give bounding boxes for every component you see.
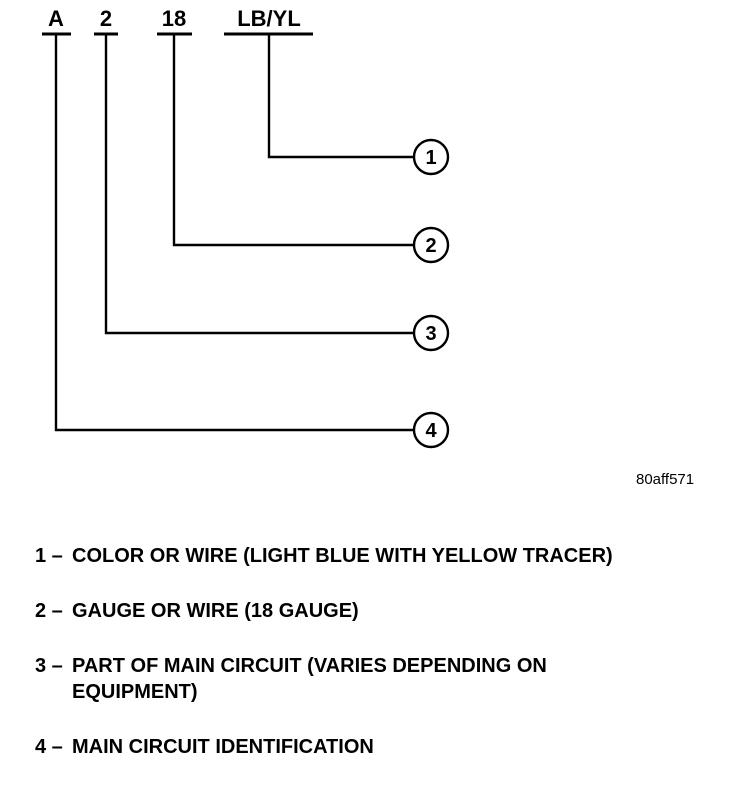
legend-item-4-text: MAIN CIRCUIT IDENTIFICATION xyxy=(72,736,374,758)
callout-number-1: 1 xyxy=(425,147,436,169)
callout-line-4 xyxy=(54,34,414,432)
callout-circle-2 xyxy=(412,226,450,264)
callout-circle-1 xyxy=(412,138,450,176)
legend-item-1-text: COLOR OR WIRE (LIGHT BLUE WITH YELLOW TR… xyxy=(72,545,613,567)
legend-item-1-number: 1 – xyxy=(35,545,63,567)
callout-line-1 xyxy=(267,34,414,159)
legend-item-4: 4 – MAIN CIRCUIT IDENTIFICATION xyxy=(35,734,735,760)
legend-item-3-number: 3 – xyxy=(35,655,63,677)
callout-number-3: 3 xyxy=(425,323,436,345)
callout-number-2: 2 xyxy=(425,235,436,257)
legend-item-3: 3 – PART OF MAIN CIRCUIT (VARIES DEPENDI… xyxy=(35,653,735,705)
callout-4: 4 xyxy=(412,411,450,449)
callout-2: 2 xyxy=(412,226,450,264)
callout-number-4: 4 xyxy=(425,420,437,442)
legend-item-2-text: GAUGE OR WIRE (18 GAUGE) xyxy=(72,600,359,622)
code-segment-gauge: 18 xyxy=(162,6,186,31)
callout-1: 1 xyxy=(412,138,450,176)
legend: 1 – COLOR OR WIRE (LIGHT BLUE WITH YELLO… xyxy=(35,543,735,788)
callout-circle-3 xyxy=(412,314,450,352)
figure-reference: 80aff571 xyxy=(636,471,695,488)
callout-line-2 xyxy=(172,34,414,247)
callout-3: 3 xyxy=(412,314,450,352)
callout-line-3 xyxy=(104,34,414,335)
callout-circle-4 xyxy=(412,411,450,449)
code-segment-main-circuit: A xyxy=(48,6,64,31)
legend-item-1: 1 – COLOR OR WIRE (LIGHT BLUE WITH YELLO… xyxy=(35,543,735,569)
code-segment-part: 2 xyxy=(100,6,112,31)
code-segment-color: LB/YL xyxy=(237,6,301,31)
legend-item-2-number: 2 – xyxy=(35,600,63,622)
legend-item-2: 2 – GAUGE OR WIRE (18 GAUGE) xyxy=(35,598,735,624)
legend-item-4-number: 4 – xyxy=(35,736,63,758)
wire-code-diagram: A 2 18 LB/YL 1 2 3 4 xyxy=(42,6,450,449)
legend-item-3-text: PART OF MAIN CIRCUIT (VARIES DEPENDING O… xyxy=(72,655,547,703)
